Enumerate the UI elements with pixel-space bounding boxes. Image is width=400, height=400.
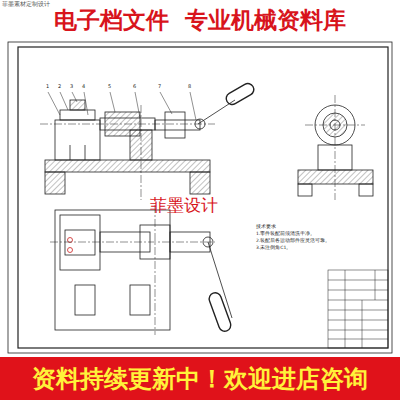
- callout-number: 6: [133, 84, 136, 90]
- front-view: [40, 81, 256, 200]
- leader-lines: [48, 92, 196, 120]
- watermark: 菲墨设计: [150, 196, 218, 215]
- banner-text: 资料持续更新中！欢迎进店咨询: [32, 363, 368, 395]
- callout-number: 4: [82, 84, 85, 90]
- title-block: [328, 270, 388, 348]
- note-line: 2.装配后各运动部件应灵活可靠。: [256, 239, 330, 244]
- sheet-border: [8, 42, 392, 353]
- notes-heading: 技术要求: [256, 224, 276, 230]
- callout-number: 7: [158, 84, 161, 90]
- note-line: 3.未注倒角C1。: [256, 246, 291, 251]
- bottom-banner: 资料持续更新中！欢迎进店咨询: [0, 357, 400, 400]
- banner-text: 电子档文件 专业机械资料库: [54, 5, 346, 36]
- sheet-frame: [18, 47, 388, 348]
- note-line: 1.零件装配前须清洗干净。: [256, 232, 315, 237]
- corner-note: 菲墨素材定制设计: [2, 1, 50, 8]
- callout-number: 8: [188, 84, 191, 90]
- callout-number: 5: [108, 84, 111, 90]
- top-view: [50, 205, 232, 335]
- callout-number: 1: [46, 84, 49, 90]
- side-view: [298, 95, 373, 200]
- callout-number: 2: [58, 84, 61, 90]
- top-banner: 电子档文件 专业机械资料库: [0, 0, 400, 40]
- callout-number: 3: [70, 84, 73, 90]
